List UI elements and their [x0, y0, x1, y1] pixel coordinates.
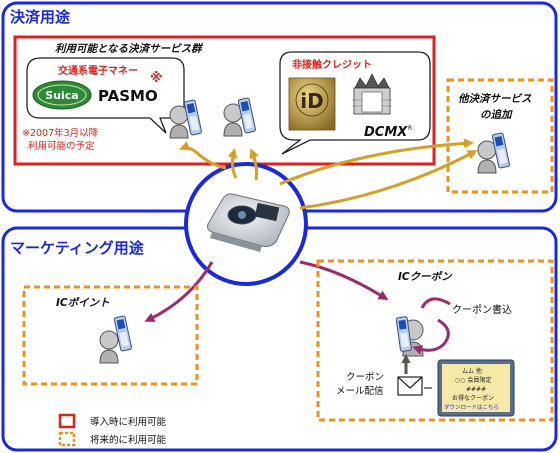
arrow-to-ic-point: [144, 261, 214, 322]
arrow-to-ic-coupon: [299, 260, 389, 301]
transit-bubble-label: 交通系電子マネー: [58, 64, 138, 77]
marketing-section-title: マーケティング用途: [10, 239, 145, 257]
future-services-box: 他決済サービス の追加: [446, 78, 554, 194]
future-services-line2: の追加: [480, 108, 513, 121]
arrow-to-transit-user: [179, 141, 227, 170]
legend: 導入時に利用可能 将来的に利用可能: [58, 413, 167, 447]
coupon-write-label: クーポン書込: [452, 303, 512, 316]
id-logo: iD: [288, 77, 336, 131]
coupon-screen-line3: ####: [466, 386, 486, 393]
legend-swatch-available: [58, 413, 76, 429]
dcmx-trademark: R: [408, 125, 412, 132]
ic-point-label: ICポイント: [56, 296, 110, 309]
legend-swatch-future: [58, 431, 76, 447]
coupon-screen-line2: ○○ 会員限定: [455, 376, 491, 384]
credit-bubble: 非接触クレジット iD DCMX R: [279, 51, 431, 155]
ic-point-box: ICポイント: [22, 285, 199, 386]
arrow-to-future-lower: [299, 150, 478, 210]
mail-envelope-icon: [397, 376, 423, 396]
footnote-line2: 利用可能の予定: [28, 140, 95, 152]
suica-text: Suica: [45, 89, 78, 102]
user-phone-transit: [169, 99, 202, 139]
user-phone-future: [477, 132, 510, 174]
ic-coupon-label: ICクーポン: [398, 270, 453, 283]
coupon-mail-line2: メール配信: [336, 385, 384, 397]
coupon-screen-line5: ダウンロードはこちら: [444, 403, 499, 411]
arrow-to-future-upper: [279, 138, 474, 186]
marketing-flow-arrows: [144, 260, 389, 322]
legend-label-available: 導入時に利用可能: [90, 416, 167, 428]
arrow-to-credit-user: [227, 148, 238, 179]
dcmx-crest-logo: DCMX R: [352, 73, 412, 140]
coupon-write-cycle-arrow: [412, 318, 450, 355]
legend-label-future: 将来的に利用可能: [90, 434, 167, 446]
suica-logo: Suica: [32, 80, 92, 110]
coupon-write-cycle-top: [420, 297, 451, 309]
transit-asterisk: ※: [150, 71, 163, 86]
payment-section-title: 決済用途: [10, 8, 71, 26]
services-group-label: 利用可能となる決済サービス群: [55, 42, 204, 55]
transit-bubble: 交通系電子マネー ※ Suica PASMO: [26, 57, 185, 134]
user-phone-credit: [223, 97, 256, 137]
coupon-phone-screen: ムム 他 ○○ 会員限定 #### お得なクーポン ダウンロードはこちら: [437, 359, 515, 417]
arrow-from-credit-user: [249, 148, 259, 181]
ic-coupon-box: ICクーポン クーポン書込 クーポン メール配信 ムム 他 ○○ 会員限定 ##: [316, 259, 554, 422]
coupon-mail-line1: クーポン: [346, 372, 384, 383]
future-services-line1: 他決済サービス: [458, 92, 532, 105]
credit-bubble-label: 非接触クレジット: [292, 58, 372, 71]
pasmo-logo: PASMO: [98, 87, 158, 105]
user-phone-ic-point: [99, 315, 132, 364]
footnote-line1: ※2007年3月以降: [22, 127, 99, 139]
id-logo-text: iD: [300, 89, 323, 113]
coupon-screen-line1: ムム 他: [462, 367, 482, 375]
payment-flow-arrows: [179, 138, 478, 210]
coupon-screen-line4: お得なクーポン: [452, 394, 494, 402]
dcmx-text: DCMX: [364, 125, 408, 140]
reader-terminal: [184, 162, 308, 286]
